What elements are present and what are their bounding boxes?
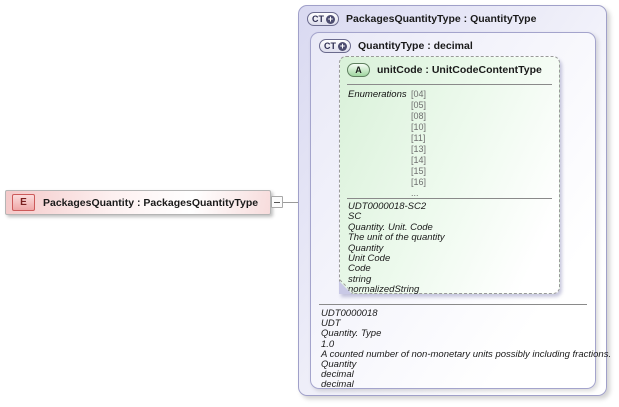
minus-icon	[274, 201, 280, 203]
annotation-line: UDT	[321, 318, 341, 330]
complextype-icon: CT +	[307, 12, 339, 26]
annotation-line: decimal	[321, 369, 354, 381]
enumerations-list: [04] [05] [08] [10] [11] [13] [14] [15] …	[411, 89, 426, 199]
annotation-line: Quantity. Unit. Code	[348, 221, 433, 233]
separator	[319, 304, 587, 305]
ct-badge-label: CT	[312, 14, 324, 24]
complextype-packagesquantitytype-box: CT + PackagesQuantityType : QuantityType…	[298, 5, 611, 396]
complextype-title: QuantityType : decimal	[358, 40, 473, 52]
annotation-line: Quantity	[321, 359, 357, 371]
ct-badge-label: CT	[324, 41, 336, 51]
annotation-line: Code	[348, 263, 371, 275]
attribute-title: unitCode : UnitCodeContentType	[377, 64, 542, 76]
plus-icon: +	[338, 40, 347, 51]
enum-value: [10]	[411, 122, 427, 132]
annotation-line: UDT0000018	[321, 308, 378, 319]
enum-value: ...	[411, 188, 419, 198]
plus-icon: +	[326, 13, 335, 24]
annotation-line: string	[348, 273, 372, 285]
complextype-icon: CT +	[319, 39, 351, 53]
annotation-line: Unit Code	[348, 253, 391, 265]
annotation-line: normalizedString	[348, 284, 420, 296]
enum-value: [08]	[411, 111, 427, 121]
annotation-line: Quantity. Type	[321, 328, 382, 340]
complextype-quantitytype-box: CT + QuantityType : decimal A unitCode :…	[310, 32, 611, 390]
annotation-line: Quantity	[348, 242, 384, 254]
enum-value: [15]	[411, 166, 427, 176]
complextype-packagesquantitytype-header[interactable]: CT + PackagesQuantityType : QuantityType	[299, 6, 606, 26]
enum-value: [13]	[411, 144, 427, 154]
enum-value: [04]	[411, 89, 427, 99]
enum-value: [11]	[411, 133, 426, 143]
element-packages-quantity[interactable]: E PackagesQuantity : PackagesQuantityTyp…	[5, 190, 271, 215]
separator	[347, 84, 552, 85]
attribute-annotation: UDT0000018-SC2 SC Quantity. Unit. Code T…	[348, 201, 445, 296]
element-label: PackagesQuantity : PackagesQuantityType	[43, 196, 259, 209]
element-icon: E	[12, 194, 35, 211]
enumerations-section: Enumerations [04] [05] [08] [10] [11] [1…	[348, 89, 555, 199]
type-annotation: UDT0000018 UDT Quantity. Type 1.0 A coun…	[321, 308, 612, 391]
annotation-line: decimal	[321, 379, 354, 391]
annotation-line: A counted number of non-monetary units p…	[321, 348, 612, 360]
annotation-line: UDT0000018-SC2	[348, 201, 427, 212]
complextype-quantitytype-header[interactable]: CT + QuantityType : decimal	[311, 33, 595, 53]
attribute-unitcode-header[interactable]: A unitCode : UnitCodeContentType	[340, 57, 559, 77]
complextype-title: PackagesQuantityType : QuantityType	[346, 13, 537, 25]
attribute-icon: A	[347, 63, 370, 77]
folded-corner	[339, 281, 352, 294]
enum-value: [16]	[411, 177, 427, 187]
collapse-toggle[interactable]	[271, 196, 283, 208]
attribute-unitcode-box: A unitCode : UnitCodeContentType Enumera…	[339, 56, 560, 296]
enum-value: [05]	[411, 100, 427, 110]
enum-value: [14]	[411, 155, 427, 165]
separator	[347, 198, 552, 199]
annotation-line: 1.0	[321, 338, 335, 350]
annotation-line: The unit of the quantity	[348, 232, 445, 244]
annotation-line: SC	[348, 211, 362, 223]
enumerations-label: Enumerations	[348, 89, 407, 100]
connector-line	[283, 202, 299, 203]
